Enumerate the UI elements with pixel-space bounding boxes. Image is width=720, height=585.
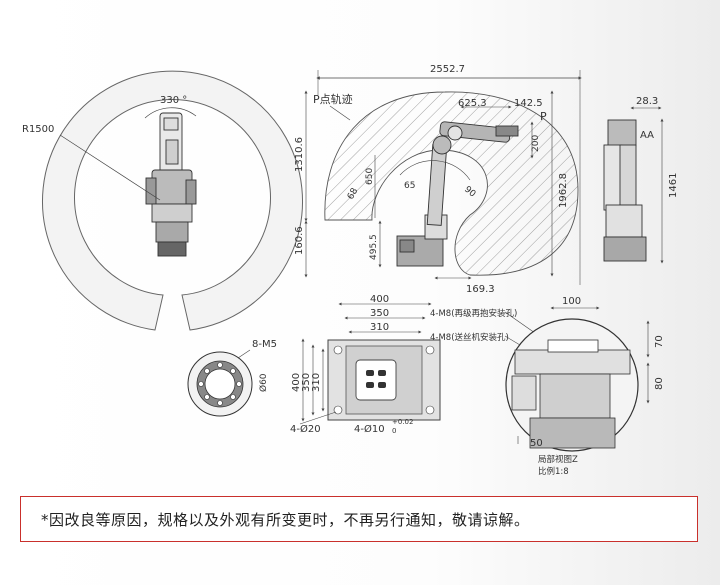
detail-title: 局部视图Z bbox=[538, 454, 578, 465]
front-view: 28.3 AA 1461 bbox=[603, 96, 679, 264]
base-310-left-label: 310 bbox=[311, 373, 322, 392]
leader-line bbox=[59, 134, 161, 201]
detail-view: 4-M8(再级再抱安装孔) 4-M8(送丝机安装孔) 100 70 80 50 … bbox=[430, 296, 665, 477]
base-350-left-label: 350 bbox=[301, 373, 312, 392]
flange-holes-label: 8-M5 bbox=[252, 339, 277, 350]
base-holes-20-label: 4-Ø20 bbox=[290, 423, 321, 435]
flange-bolt-holes bbox=[198, 362, 242, 406]
disclaimer-text: *因改良等原因，规格以及外观有所变更时，不再另行通知，敬请谅解。 bbox=[41, 510, 530, 529]
detail-dim-50-label: 50 bbox=[530, 438, 543, 449]
base-400-left-label: 400 bbox=[291, 373, 302, 392]
flange-view: 8-M5 Ø60 bbox=[187, 339, 277, 417]
dim-1310-label: 1310.6 bbox=[294, 137, 305, 172]
dim-142-label: 142.5 bbox=[514, 98, 543, 109]
disclaimer-notice: *因改良等原因，规格以及外观有所变更时，不再另行通知，敬请谅解。 bbox=[20, 496, 698, 542]
dim-160-label: 160.6 bbox=[294, 226, 305, 255]
angle-arc bbox=[144, 107, 197, 119]
detail-note-1: 4-M8(再级再抱安装孔) bbox=[430, 308, 517, 319]
base-310-top-label: 310 bbox=[370, 322, 389, 333]
radius-label: R1500 bbox=[22, 124, 54, 135]
angle-65-label: 65 bbox=[404, 181, 415, 191]
tolerance-upper: +0.02 bbox=[392, 418, 413, 426]
flange-diameter-label: Ø60 bbox=[258, 373, 269, 392]
tolerance-lower: 0 bbox=[392, 427, 396, 435]
dim-28-label: 28.3 bbox=[636, 96, 658, 107]
aa-label: AA bbox=[640, 130, 654, 141]
work-envelope bbox=[324, 91, 579, 276]
work-range-ring bbox=[42, 70, 303, 331]
angle-90-label: 90 bbox=[462, 185, 477, 200]
dim-495-label: 495.5 bbox=[369, 234, 379, 260]
base-view: 400 350 310 400 350 310 4-Ø20 4-Ø10 +0.0… bbox=[290, 294, 441, 435]
angle-label: 330 ° bbox=[160, 95, 187, 106]
dim-625-label: 625.3 bbox=[458, 98, 487, 109]
base-400-top-label: 400 bbox=[370, 294, 389, 305]
dim-200-label: 200 bbox=[531, 135, 541, 152]
base-350-top-label: 350 bbox=[370, 308, 389, 319]
side-view: 2552.7 P点轨迹 625.3 142.5 P 200 1310.6 650… bbox=[294, 64, 582, 295]
track-label: P点轨迹 bbox=[313, 92, 353, 106]
dim-1962-label: 1962.8 bbox=[558, 173, 569, 208]
detail-dim-100-label: 100 bbox=[562, 296, 581, 307]
dim-1461-label: 1461 bbox=[668, 173, 679, 198]
robot-side-view bbox=[396, 121, 519, 267]
detail-dim-70-label: 70 bbox=[654, 335, 665, 348]
detail-scale: 比例1:8 bbox=[538, 466, 569, 477]
dim-169-label: 169.3 bbox=[466, 284, 495, 295]
top-view: R1500 330 ° bbox=[22, 70, 303, 331]
robot-top-view bbox=[145, 112, 197, 257]
base-holes-10-label: 4-Ø10 bbox=[354, 423, 385, 435]
overall-width-label: 2552.7 bbox=[430, 64, 465, 75]
dim-650-label: 650 bbox=[365, 168, 375, 185]
robot-front-view bbox=[603, 119, 647, 262]
point-p-label: P bbox=[540, 110, 547, 123]
detail-note-2: 4-M8(送丝机安装孔) bbox=[430, 332, 509, 343]
detail-dim-80-label: 80 bbox=[654, 377, 665, 390]
